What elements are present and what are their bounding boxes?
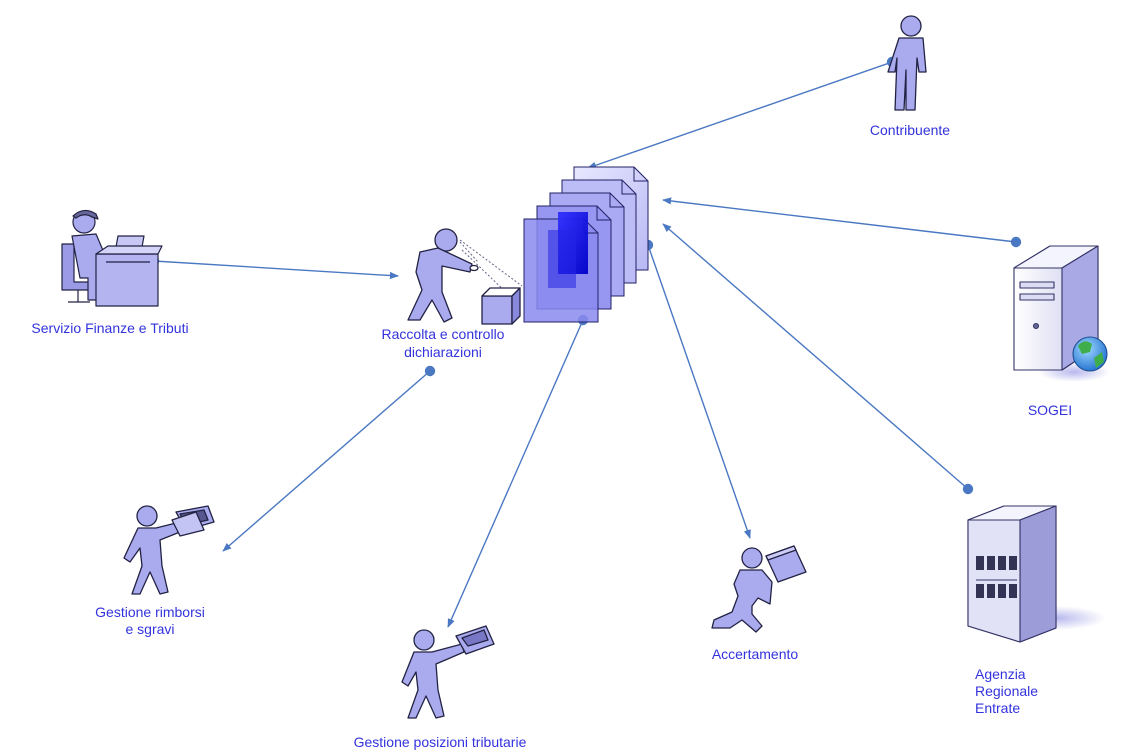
label-agenzia-line1: Agenzia: [975, 666, 1026, 682]
label-agenzia-line3: Entrate: [975, 700, 1021, 716]
label-sogei: SOGEI: [1027, 402, 1073, 418]
person-with-card-icon: [401, 625, 495, 719]
label-raccolta-line1: Raccolta e controllo: [381, 326, 505, 342]
connector-contribuente-documenti: [587, 61, 893, 169]
connectors: [148, 56, 1022, 628]
person-inspecting-box-icon: [407, 228, 523, 325]
person-icon: [887, 15, 927, 111]
office-worker-icon: [61, 209, 163, 307]
connector-sogei-documenti: [662, 197, 1017, 243]
person-carrying-package-icon: [711, 545, 807, 633]
label-rimborsi-line1: Gestione rimborsi: [95, 604, 205, 620]
connector-raccolta-rimborsi: [222, 370, 431, 552]
label-servizio-finanze-tributi: Servizio Finanze e Tributi: [31, 320, 189, 336]
connector-documenti-posizioni: [447, 319, 584, 628]
label-rimborsi-line2: e sgravi: [125, 621, 175, 637]
label-agenzia-line2: Regionale: [975, 683, 1039, 699]
connector-agenzia-documenti: [662, 223, 969, 490]
label-accertamento: Accertamento: [711, 646, 799, 662]
person-with-money-icon: [123, 505, 215, 595]
connector-documenti-accertamento: [647, 244, 751, 539]
label-raccolta-line2: dichiarazioni: [404, 344, 482, 360]
label-contribuente: Contribuente: [869, 122, 951, 138]
connector-servizio-raccolta: [153, 260, 399, 280]
document-stack-icon: [523, 166, 649, 323]
label-posizioni-tributarie: Gestione posizioni tributarie: [353, 734, 527, 750]
office-building-icon: [967, 505, 1106, 643]
server-globe-icon: [1013, 245, 1110, 382]
